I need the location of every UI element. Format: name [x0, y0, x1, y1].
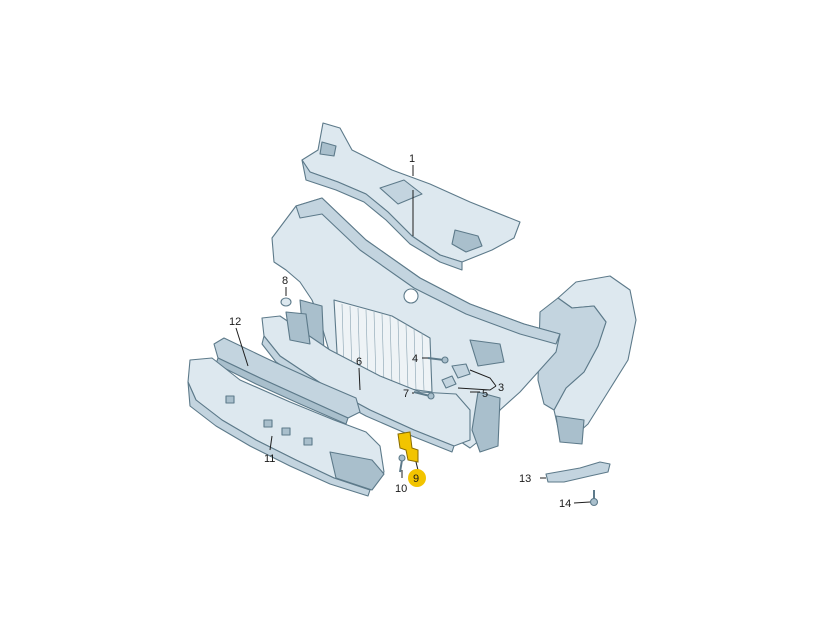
- callout-10: 10: [395, 483, 407, 495]
- bumper-beam: [261, 311, 471, 453]
- bolt-part-14: [589, 490, 599, 507]
- callout-1: 1: [409, 153, 415, 165]
- screw-part-10: [398, 454, 406, 473]
- upper-cover-panel: [301, 122, 521, 271]
- callout-3: 3: [498, 382, 504, 394]
- callout-9: 9: [413, 473, 419, 485]
- foam-absorber-strip: [213, 337, 361, 425]
- callout-9-highlight: [408, 469, 426, 487]
- highlighted-bracket-part-9: [397, 431, 419, 463]
- callout-13: 13: [519, 473, 531, 485]
- right-fender: [537, 275, 637, 441]
- callout-14: 14: [559, 498, 571, 510]
- clip-part-3: [441, 375, 457, 389]
- callout-6: 6: [356, 356, 362, 368]
- front-end-carrier: [271, 197, 585, 453]
- callout-12: 12: [229, 316, 241, 328]
- bracket-part-5: [451, 363, 471, 379]
- bolt-part-4: [427, 356, 449, 364]
- lower-absorber: [187, 357, 385, 497]
- bolt-part-7: [413, 391, 435, 400]
- callout-labels: 1 3 4 5 6 7 8 9 10 11 12 13 14: [229, 153, 571, 510]
- callout-11: 11: [264, 453, 275, 465]
- callout-5: 5: [482, 388, 488, 400]
- callout-8: 8: [282, 275, 288, 287]
- callout-4: 4: [412, 353, 418, 365]
- plug-part: [280, 297, 292, 307]
- side-bracket-part-13: [545, 461, 611, 483]
- callout-7: 7: [403, 388, 409, 400]
- leader-lines: [235, 165, 591, 504]
